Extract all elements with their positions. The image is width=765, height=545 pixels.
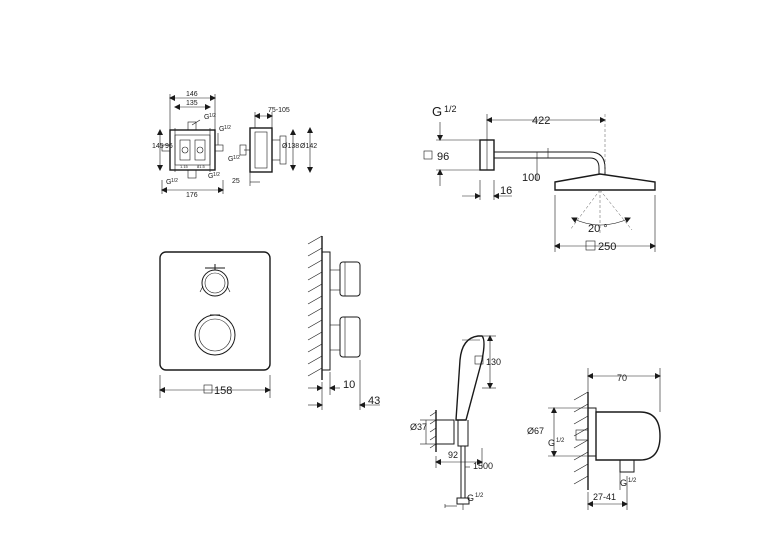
hand-g: G — [467, 493, 474, 503]
hand-g-frac: 1/2 — [475, 493, 484, 499]
dim-92: 92 — [448, 450, 458, 460]
side-g: G — [228, 156, 233, 163]
box-g-top-frac: 1/2 — [209, 113, 216, 119]
dim-422: 422 — [532, 115, 550, 127]
wall-outlet-elbow-view: 70 Ø67 G 1/2 G 1/2 27-41 — [527, 368, 661, 510]
hand-shower-view: 130 Ø37 92 1500 G 1/2 — [410, 335, 501, 510]
box-small-label-2: 81.5 — [197, 164, 206, 169]
arm-g: G — [432, 104, 442, 119]
box-g-right-frac: 1/2 — [224, 125, 231, 131]
dim-d67: Ø67 — [527, 426, 544, 436]
dim-176: 176 — [186, 192, 198, 199]
dim-27-41: 27-41 — [593, 492, 616, 502]
dim-135: 135 — [186, 100, 198, 107]
box-g-bl-frac: 1/2 — [171, 178, 178, 184]
dim-25: 25 — [232, 178, 240, 185]
box-small-label-1: 1.15 — [180, 164, 189, 169]
outlet-g-left: G — [548, 438, 555, 448]
dim-96: 96 — [165, 143, 173, 150]
dim-d138: Ø138 — [282, 143, 299, 150]
outlet-g-bottom: G — [620, 478, 627, 488]
dim-96-square: 96 — [437, 151, 449, 163]
dim-75-105: 75-105 — [268, 107, 290, 114]
outlet-g-left-frac: 1/2 — [556, 438, 565, 444]
dim-10: 10 — [343, 379, 355, 391]
dim-250-square: 250 — [598, 241, 616, 253]
box-g-bm: G — [208, 173, 213, 180]
side-g-frac: 1/2 — [233, 155, 240, 161]
thermostat-side-view: 10 43 — [307, 235, 380, 410]
dim-146: 146 — [186, 91, 198, 98]
dim-70: 70 — [617, 373, 627, 383]
box-g-top: G — [204, 114, 209, 121]
box-g-right: G — [219, 126, 224, 133]
dim-100: 100 — [522, 172, 540, 184]
dim-angle: 20 ° — [588, 223, 608, 235]
dim-1500: 1500 — [473, 461, 493, 471]
dim-43: 43 — [368, 395, 380, 407]
dim-d37: Ø37 — [410, 422, 427, 432]
outlet-g-bottom-frac: 1/2 — [628, 478, 637, 484]
thermostat-front-view: 158 — [159, 251, 271, 398]
arm-g-frac: 1/2 — [444, 104, 457, 114]
box-g-bm-frac: 1/2 — [213, 172, 220, 178]
dim-130-square: 130 — [486, 357, 501, 367]
dim-158-square: 158 — [214, 385, 232, 397]
dim-16: 16 — [500, 185, 512, 197]
box-g-bl: G — [166, 179, 171, 186]
shower-arm-head-view: G 1/2 422 96 100 16 20 ° 2 — [423, 104, 656, 253]
concealed-box-front-view: 1.15 81.5 146 135 G 1/2 G 1/2 145 96 G 1… — [152, 91, 231, 199]
dim-145: 145 — [152, 143, 164, 150]
dim-d142: Ø142 — [300, 143, 317, 150]
concealed-box-side-view: 75-105 Ø138 Ø142 G 1/2 25 — [228, 107, 317, 186]
